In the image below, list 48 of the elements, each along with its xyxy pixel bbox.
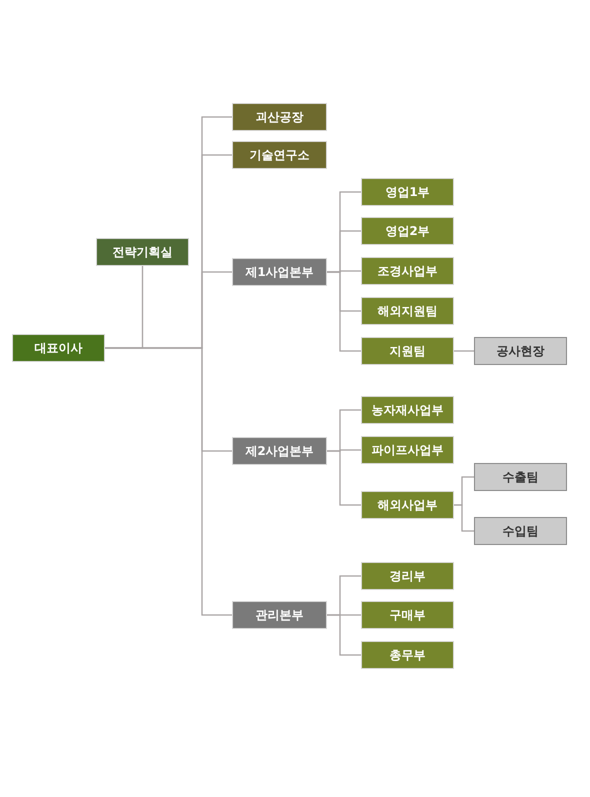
org-box [361, 436, 454, 464]
box-label: 경리부 [390, 568, 426, 585]
connector-line [454, 504, 474, 532]
org-box [361, 491, 454, 519]
box-label: 영업1부 [385, 184, 430, 201]
box-label: 공사현장 [496, 343, 544, 360]
connector-line [454, 350, 474, 352]
box-label: 구매부 [390, 607, 426, 624]
box-label: 영업2부 [385, 223, 430, 240]
org-box [361, 217, 454, 245]
org-box [12, 334, 105, 362]
org-box [361, 178, 454, 206]
box-label: 수출팀 [502, 469, 538, 486]
box-label: 괴산공장 [256, 109, 304, 126]
box-label: 대표이사 [34, 340, 82, 357]
org-box [361, 257, 454, 285]
connector-line [327, 450, 361, 506]
org-box [96, 238, 189, 266]
org-box [361, 562, 454, 590]
box-label: 수입팀 [502, 523, 538, 540]
org-box [232, 601, 327, 629]
box-label: 관리본부 [256, 607, 304, 624]
connector-line [327, 614, 361, 656]
box-label: 해외지원팀 [378, 303, 438, 320]
org-box [361, 641, 454, 669]
org-box [361, 396, 454, 424]
box-label: 제2사업본부 [245, 443, 314, 460]
box-label: 파이프사업부 [372, 442, 444, 459]
org-box [474, 463, 567, 491]
org-box [232, 103, 327, 131]
box-label: 전략기획실 [112, 244, 172, 261]
org-box [361, 337, 454, 365]
org-box [232, 258, 327, 286]
box-label: 지원팀 [390, 343, 426, 360]
connector-line [327, 271, 361, 352]
org-box [232, 437, 327, 465]
box-label: 조경사업부 [378, 263, 438, 280]
connector-line [105, 347, 232, 616]
box-label: 기술연구소 [250, 147, 310, 164]
org-box [232, 141, 327, 169]
org-box [474, 337, 567, 365]
org-box [361, 601, 454, 629]
box-label: 제1사업본부 [245, 264, 314, 281]
org-box [361, 297, 454, 325]
org-box [474, 517, 567, 545]
box-label: 총무부 [390, 647, 426, 664]
box-label: 해외사업부 [378, 497, 438, 514]
box-label: 농자재사업부 [372, 402, 444, 419]
